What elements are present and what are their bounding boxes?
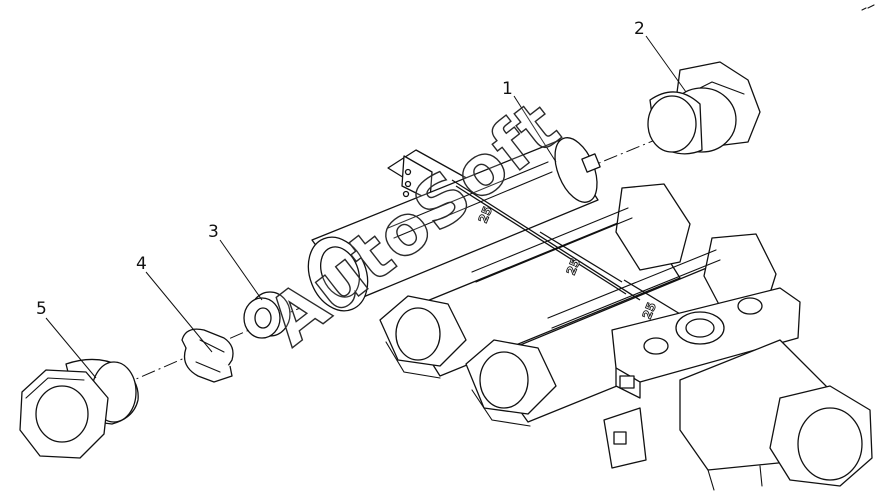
leader-2 — [645, 35, 687, 93]
part-2-plug — [647, 61, 761, 155]
leader-3 — [219, 239, 263, 301]
callout-4: 4 — [136, 254, 147, 274]
callout-1: 1 — [502, 79, 513, 99]
engraving-25-middle: 25 — [564, 256, 583, 277]
callout-3: 3 — [208, 222, 219, 242]
leader-4 — [145, 271, 213, 353]
part-4-split-ring — [181, 328, 234, 383]
engraving-25-top: 25 — [476, 204, 495, 225]
assembly-axis-right — [581, 137, 661, 171]
leader-1 — [513, 95, 557, 163]
part-3-washer — [243, 291, 291, 339]
callout-2: 2 — [634, 19, 645, 39]
part-5-fitting — [19, 358, 139, 459]
corner-mark — [861, 4, 875, 11]
leader-5 — [45, 317, 97, 379]
engraving-25-front: 25 — [640, 300, 659, 321]
part-1-valve-block: 25 25 25 — [307, 137, 873, 491]
callout-5: 5 — [36, 299, 47, 319]
